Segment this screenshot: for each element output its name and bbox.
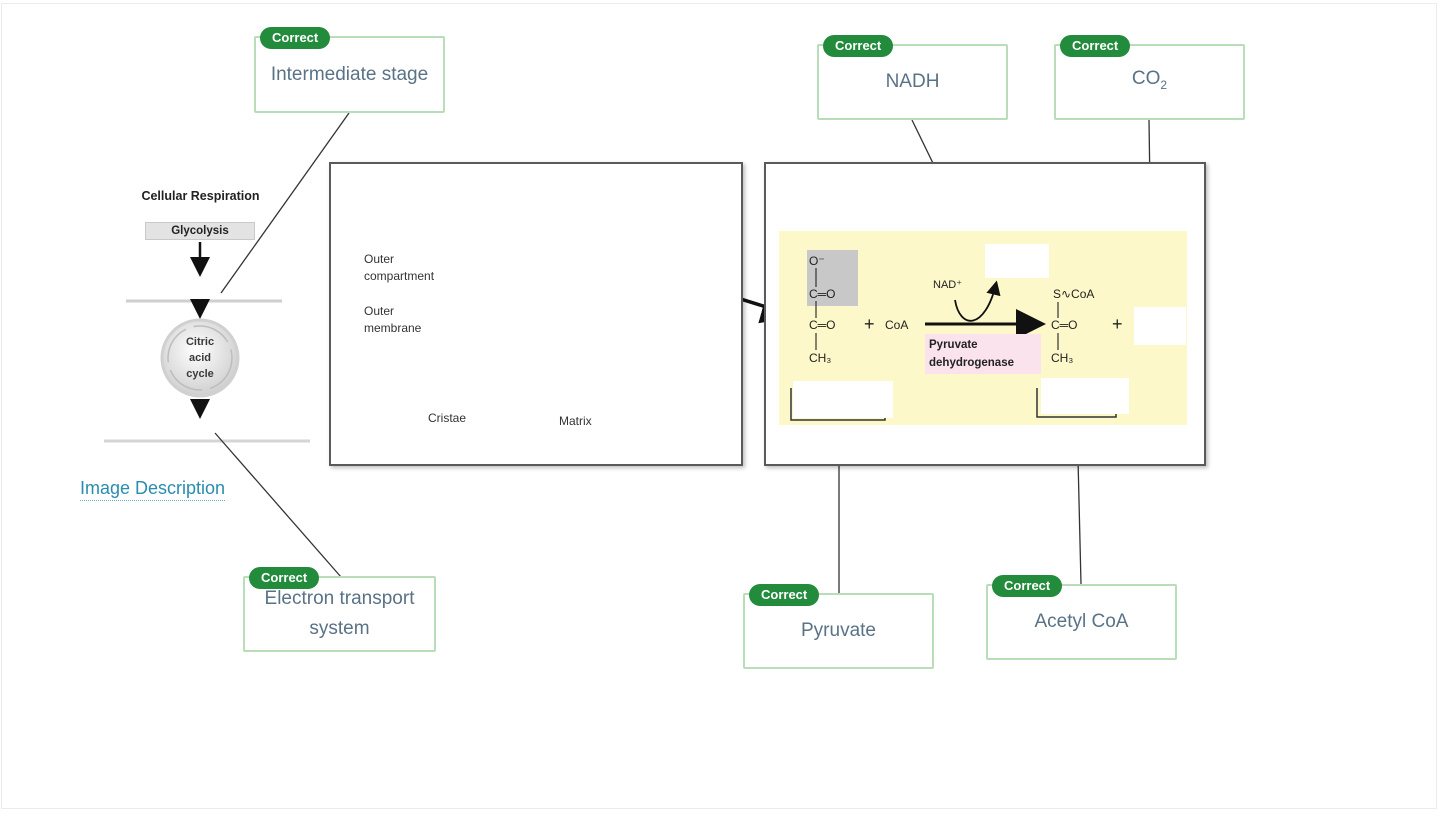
- enzyme-label: Pyruvate dehydrogenase: [925, 334, 1041, 374]
- citric-acid-cycle-icon: [160, 318, 240, 398]
- answer-pyruvate[interactable]: Correct Pyruvate: [743, 584, 934, 669]
- answer-label: Electron transport system: [264, 588, 415, 639]
- correct-badge: Correct: [249, 567, 320, 589]
- plus-sign-right: +: [1112, 314, 1123, 334]
- correct-badge: Correct: [260, 27, 331, 49]
- answer-intermediate-stage[interactable]: Correct Intermediate stage: [254, 27, 445, 113]
- acetyl-carbonyl-label: C═O: [1051, 318, 1078, 332]
- answer-label: CO2: [1131, 68, 1168, 92]
- nad-curve-arrow: [954, 280, 1001, 322]
- answer-label: Intermediate stage: [270, 63, 429, 85]
- cellular-respiration-title: Cellular Respiration: [141, 189, 260, 203]
- carbonyl-c-label: C═O: [809, 318, 836, 332]
- co2-blank: [1134, 307, 1186, 345]
- intermediate-leader-line: [220, 112, 350, 294]
- coa-label: CoA: [885, 318, 909, 332]
- outer-compartment-label: Outer compartment: [364, 252, 435, 283]
- correct-badge: Correct: [992, 575, 1063, 597]
- acetyl-blank: [1041, 378, 1129, 414]
- mitochondrion-panel: [329, 162, 743, 466]
- correct-badge: Correct: [749, 584, 820, 606]
- pyruvate-blank: [793, 381, 893, 418]
- correct-badge: Correct: [823, 35, 894, 57]
- cristae-label: Cristae: [428, 411, 467, 425]
- methyl-left-label: CH₃: [809, 351, 832, 365]
- glycolysis-box: Glycolysis: [145, 222, 255, 240]
- answer-label: NADH: [885, 71, 940, 92]
- answer-acetyl-coa[interactable]: Correct Acetyl CoA: [986, 575, 1177, 660]
- image-description-link[interactable]: Image Description: [80, 478, 226, 501]
- answer-electron-transport[interactable]: Correct Electron transport system: [243, 567, 436, 652]
- nad-plus-label: NAD⁺: [933, 279, 963, 291]
- correct-badge: Correct: [1060, 35, 1131, 57]
- methyl-right-label: CH₃: [1051, 351, 1074, 365]
- matrix-label: Matrix: [559, 414, 592, 428]
- answer-nadh[interactable]: Correct NADH: [817, 35, 1008, 120]
- nadh-blank: [985, 244, 1049, 278]
- answer-label: Pyruvate: [801, 620, 876, 641]
- answer-co2[interactable]: Correct CO2: [1054, 35, 1245, 120]
- carboxyl-c-label: C═O: [809, 287, 836, 301]
- electron-leader-line: [214, 432, 342, 578]
- answer-label: Acetyl CoA: [1034, 611, 1129, 632]
- o-minus-label: O⁻: [809, 254, 825, 268]
- s-coa-label: S∿CoA: [1053, 287, 1095, 301]
- citric-acid-cycle-label: Citric acid cycle: [185, 336, 215, 380]
- plus-sign-left: +: [864, 314, 875, 334]
- outer-membrane-label: Outer membrane: [364, 304, 422, 335]
